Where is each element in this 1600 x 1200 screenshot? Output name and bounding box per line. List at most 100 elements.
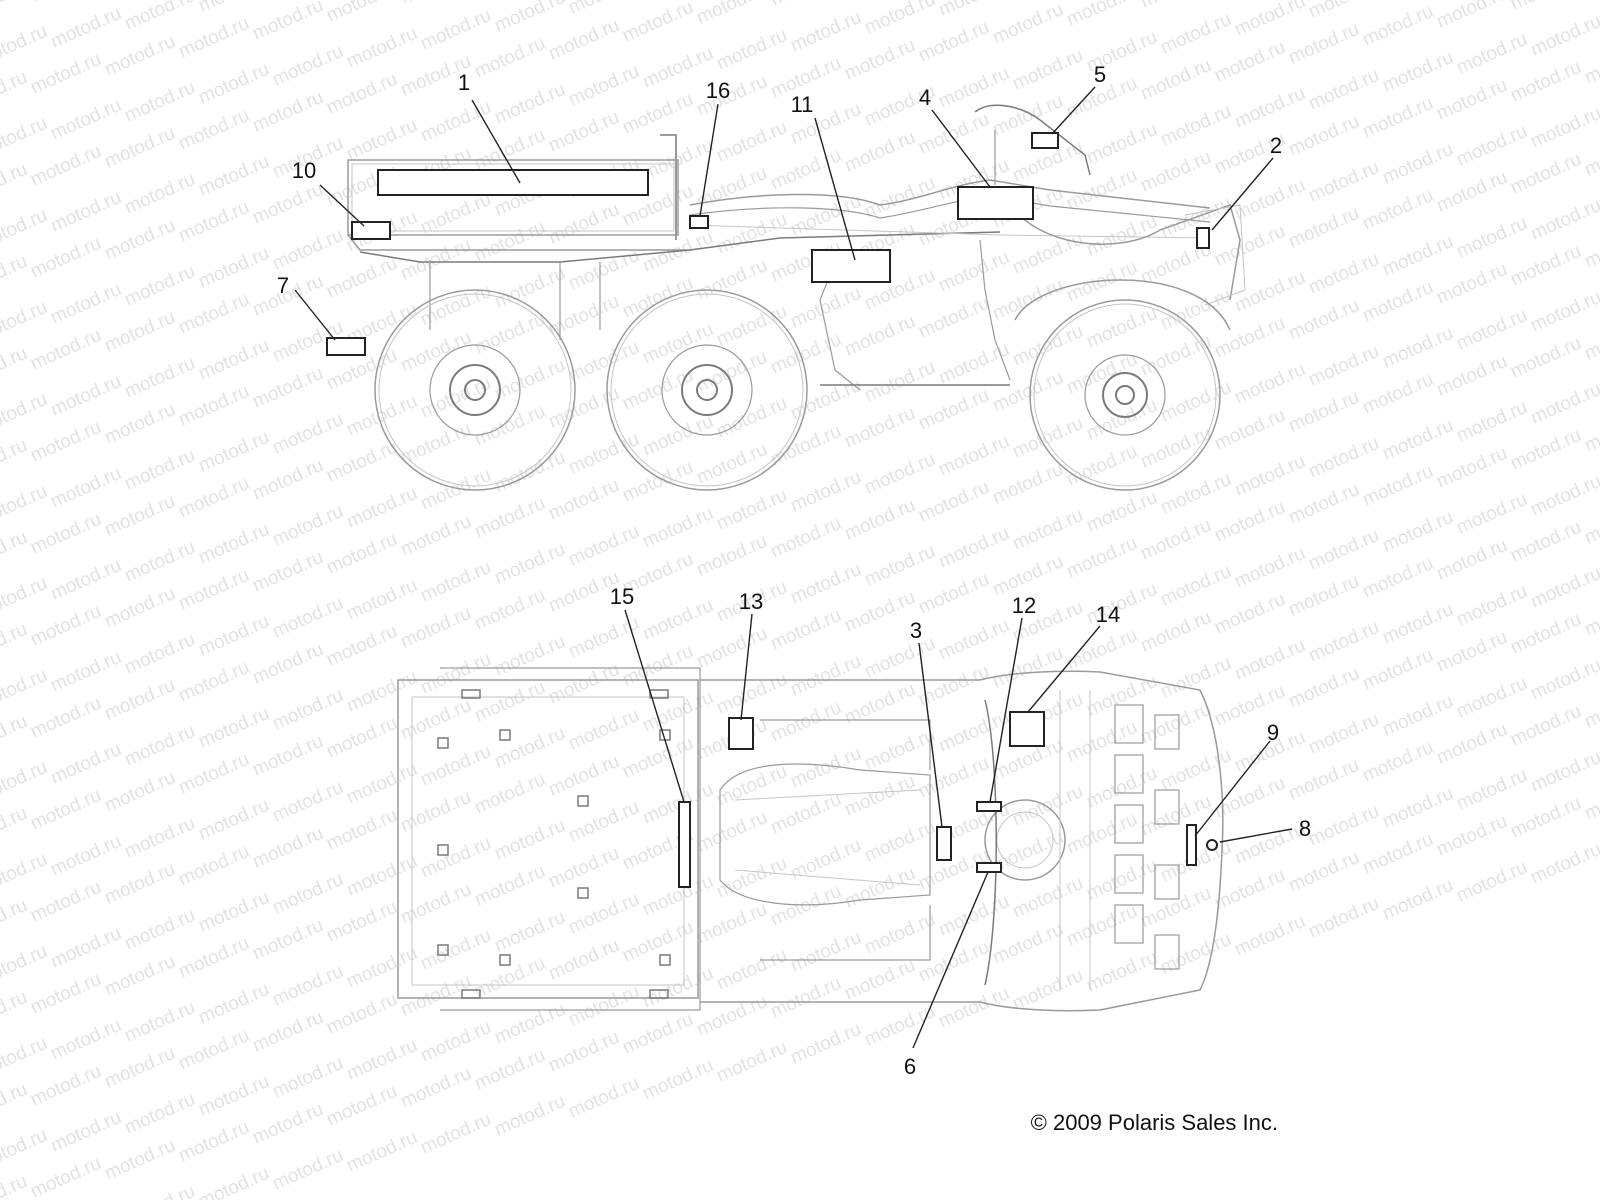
- side-view-decals: [326, 132, 1210, 356]
- decal-4: [957, 186, 1034, 220]
- watermark-text: motod.ru: [1305, 0, 1382, 23]
- watermark-text: motod.ru: [101, 31, 178, 81]
- watermark-text: motod.ru: [565, 337, 642, 387]
- watermark-text: motod.ru: [861, 633, 938, 683]
- watermark-text: motod.ru: [343, 115, 420, 165]
- watermark-text: motod.ru: [121, 997, 198, 1047]
- watermark-text: motod.ru: [1581, 223, 1600, 273]
- watermark-text: motod.ru: [1285, 295, 1362, 345]
- watermark-text: motod.ru: [1453, 121, 1530, 171]
- watermark-text: motod.ru: [935, 339, 1012, 389]
- watermark-text: motod.ru: [47, 555, 124, 605]
- watermark-text: motod.ru: [767, 513, 844, 563]
- watermark-text: motod.ru: [841, 35, 918, 85]
- watermark-text: motod.ru: [269, 685, 346, 735]
- watermark-text: motod.ru: [471, 1045, 548, 1095]
- watermark-text: motod.ru: [1285, 663, 1362, 713]
- watermark-text: motod.ru: [195, 1163, 272, 1200]
- watermark-text: motod.ru: [1305, 157, 1382, 207]
- watermark-text: motod.ru: [1083, 671, 1160, 721]
- decal-6: [976, 862, 1002, 873]
- watermark-text: motod.ru: [1527, 195, 1600, 245]
- watermark-text: motod.ru: [861, 1001, 938, 1051]
- watermark-text: motod.ru: [565, 705, 642, 755]
- watermark-text: motod.ru: [767, 881, 844, 931]
- watermark-text: motod.ru: [491, 447, 568, 497]
- watermark-text: motod.ru: [323, 989, 400, 1039]
- watermark-text: motod.ru: [397, 971, 474, 1021]
- watermark-text: motod.ru: [175, 657, 252, 707]
- watermark-text: motod.ru: [175, 105, 252, 155]
- watermark-text: motod.ru: [0, 113, 51, 163]
- watermark-text: motod.ru: [1083, 947, 1160, 997]
- watermark-text: motod.ru: [1453, 397, 1530, 447]
- watermark-text: motod.ru: [101, 767, 178, 817]
- watermark-text: motod.ru: [1157, 377, 1234, 427]
- watermark-text: motod.ru: [397, 0, 474, 9]
- watermark-text: motod.ru: [121, 261, 198, 311]
- watermark-text: motod.ru: [1137, 699, 1214, 749]
- watermark-text: motod.ru: [1527, 379, 1600, 429]
- watermark-text: motod.ru: [1231, 543, 1308, 593]
- watermark-text: motod.ru: [1433, 167, 1510, 217]
- middle-wheel: [606, 289, 808, 491]
- watermark-text: motod.ru: [491, 999, 568, 1049]
- watermark-text: motod.ru: [861, 909, 938, 959]
- watermark-text: motod.ru: [47, 739, 124, 789]
- watermark-text: motod.ru: [619, 89, 696, 139]
- watermark-text: motod.ru: [545, 107, 622, 157]
- watermark-text: motod.ru: [1157, 101, 1234, 151]
- watermark-text: motod.ru: [343, 483, 420, 533]
- watermark-text: motod.ru: [1379, 139, 1456, 189]
- watermark-text: motod.ru: [841, 679, 918, 729]
- watermark-text: motod.ru: [713, 393, 790, 443]
- watermark-text: motod.ru: [1083, 487, 1160, 537]
- watermark-text: motod.ru: [1063, 0, 1140, 31]
- watermark-text: motod.ru: [1137, 423, 1214, 473]
- watermark-text: motod.ru: [101, 215, 178, 265]
- watermark-text: motod.ru: [1507, 241, 1584, 291]
- watermark-text: motod.ru: [1527, 655, 1600, 705]
- watermark-text: motod.ru: [1359, 185, 1436, 235]
- watermark-text: motod.ru: [545, 199, 622, 249]
- watermark-text: motod.ru: [1083, 395, 1160, 445]
- watermark-text: motod.ru: [619, 641, 696, 691]
- watermark-text: motod.ru: [1453, 857, 1530, 907]
- watermark-text: motod.ru: [1285, 571, 1362, 621]
- watermark-text: motod.ru: [545, 15, 622, 65]
- watermark-text: motod.ru: [1083, 303, 1160, 353]
- watermark-text: motod.ru: [195, 519, 272, 569]
- watermark-text: motod.ru: [249, 547, 326, 597]
- watermark-text: motod.ru: [861, 0, 938, 39]
- watermark-text: motod.ru: [1063, 257, 1140, 307]
- watermark-text: motod.ru: [323, 529, 400, 579]
- watermark-text: motod.ru: [471, 401, 548, 451]
- watermark-text: motod.ru: [1231, 359, 1308, 409]
- watermark-text: motod.ru: [767, 697, 844, 747]
- watermark-text: motod.ru: [1433, 259, 1510, 309]
- watermark-text: motod.ru: [1453, 29, 1530, 79]
- watermark-text: motod.ru: [249, 731, 326, 781]
- watermark-text: motod.ru: [1231, 0, 1308, 41]
- watermark-text: motod.ru: [1305, 65, 1382, 115]
- watermark-text: motod.ru: [1379, 875, 1456, 925]
- watermark-text: motod.ru: [619, 917, 696, 967]
- decal-12: [976, 801, 1002, 812]
- watermark-text: motod.ru: [841, 955, 918, 1005]
- watermark-text: motod.ru: [1009, 45, 1086, 95]
- watermark-text: motod.ru: [491, 263, 568, 313]
- watermark-text: motod.ru: [471, 769, 548, 819]
- callout-labels: 1 2 3 4 5 6 7 8 9 10 11 12 13 14 15 16: [277, 62, 1311, 1079]
- watermark-text: motod.ru: [1379, 691, 1456, 741]
- watermark-text: motod.ru: [27, 1153, 104, 1200]
- top-view-drawing: [397, 667, 1224, 1012]
- watermark-text: motod.ru: [1137, 0, 1214, 13]
- callout-6: 6: [904, 1054, 916, 1079]
- watermark-text: motod.ru: [693, 531, 770, 581]
- watermark-text: motod.ru: [249, 179, 326, 229]
- front-wheel: [1029, 299, 1221, 491]
- watermark-text: motod.ru: [1433, 719, 1510, 769]
- watermark-text: motod.ru: [915, 109, 992, 159]
- decal-15: [678, 801, 691, 888]
- watermark-text: motod.ru: [1379, 47, 1456, 97]
